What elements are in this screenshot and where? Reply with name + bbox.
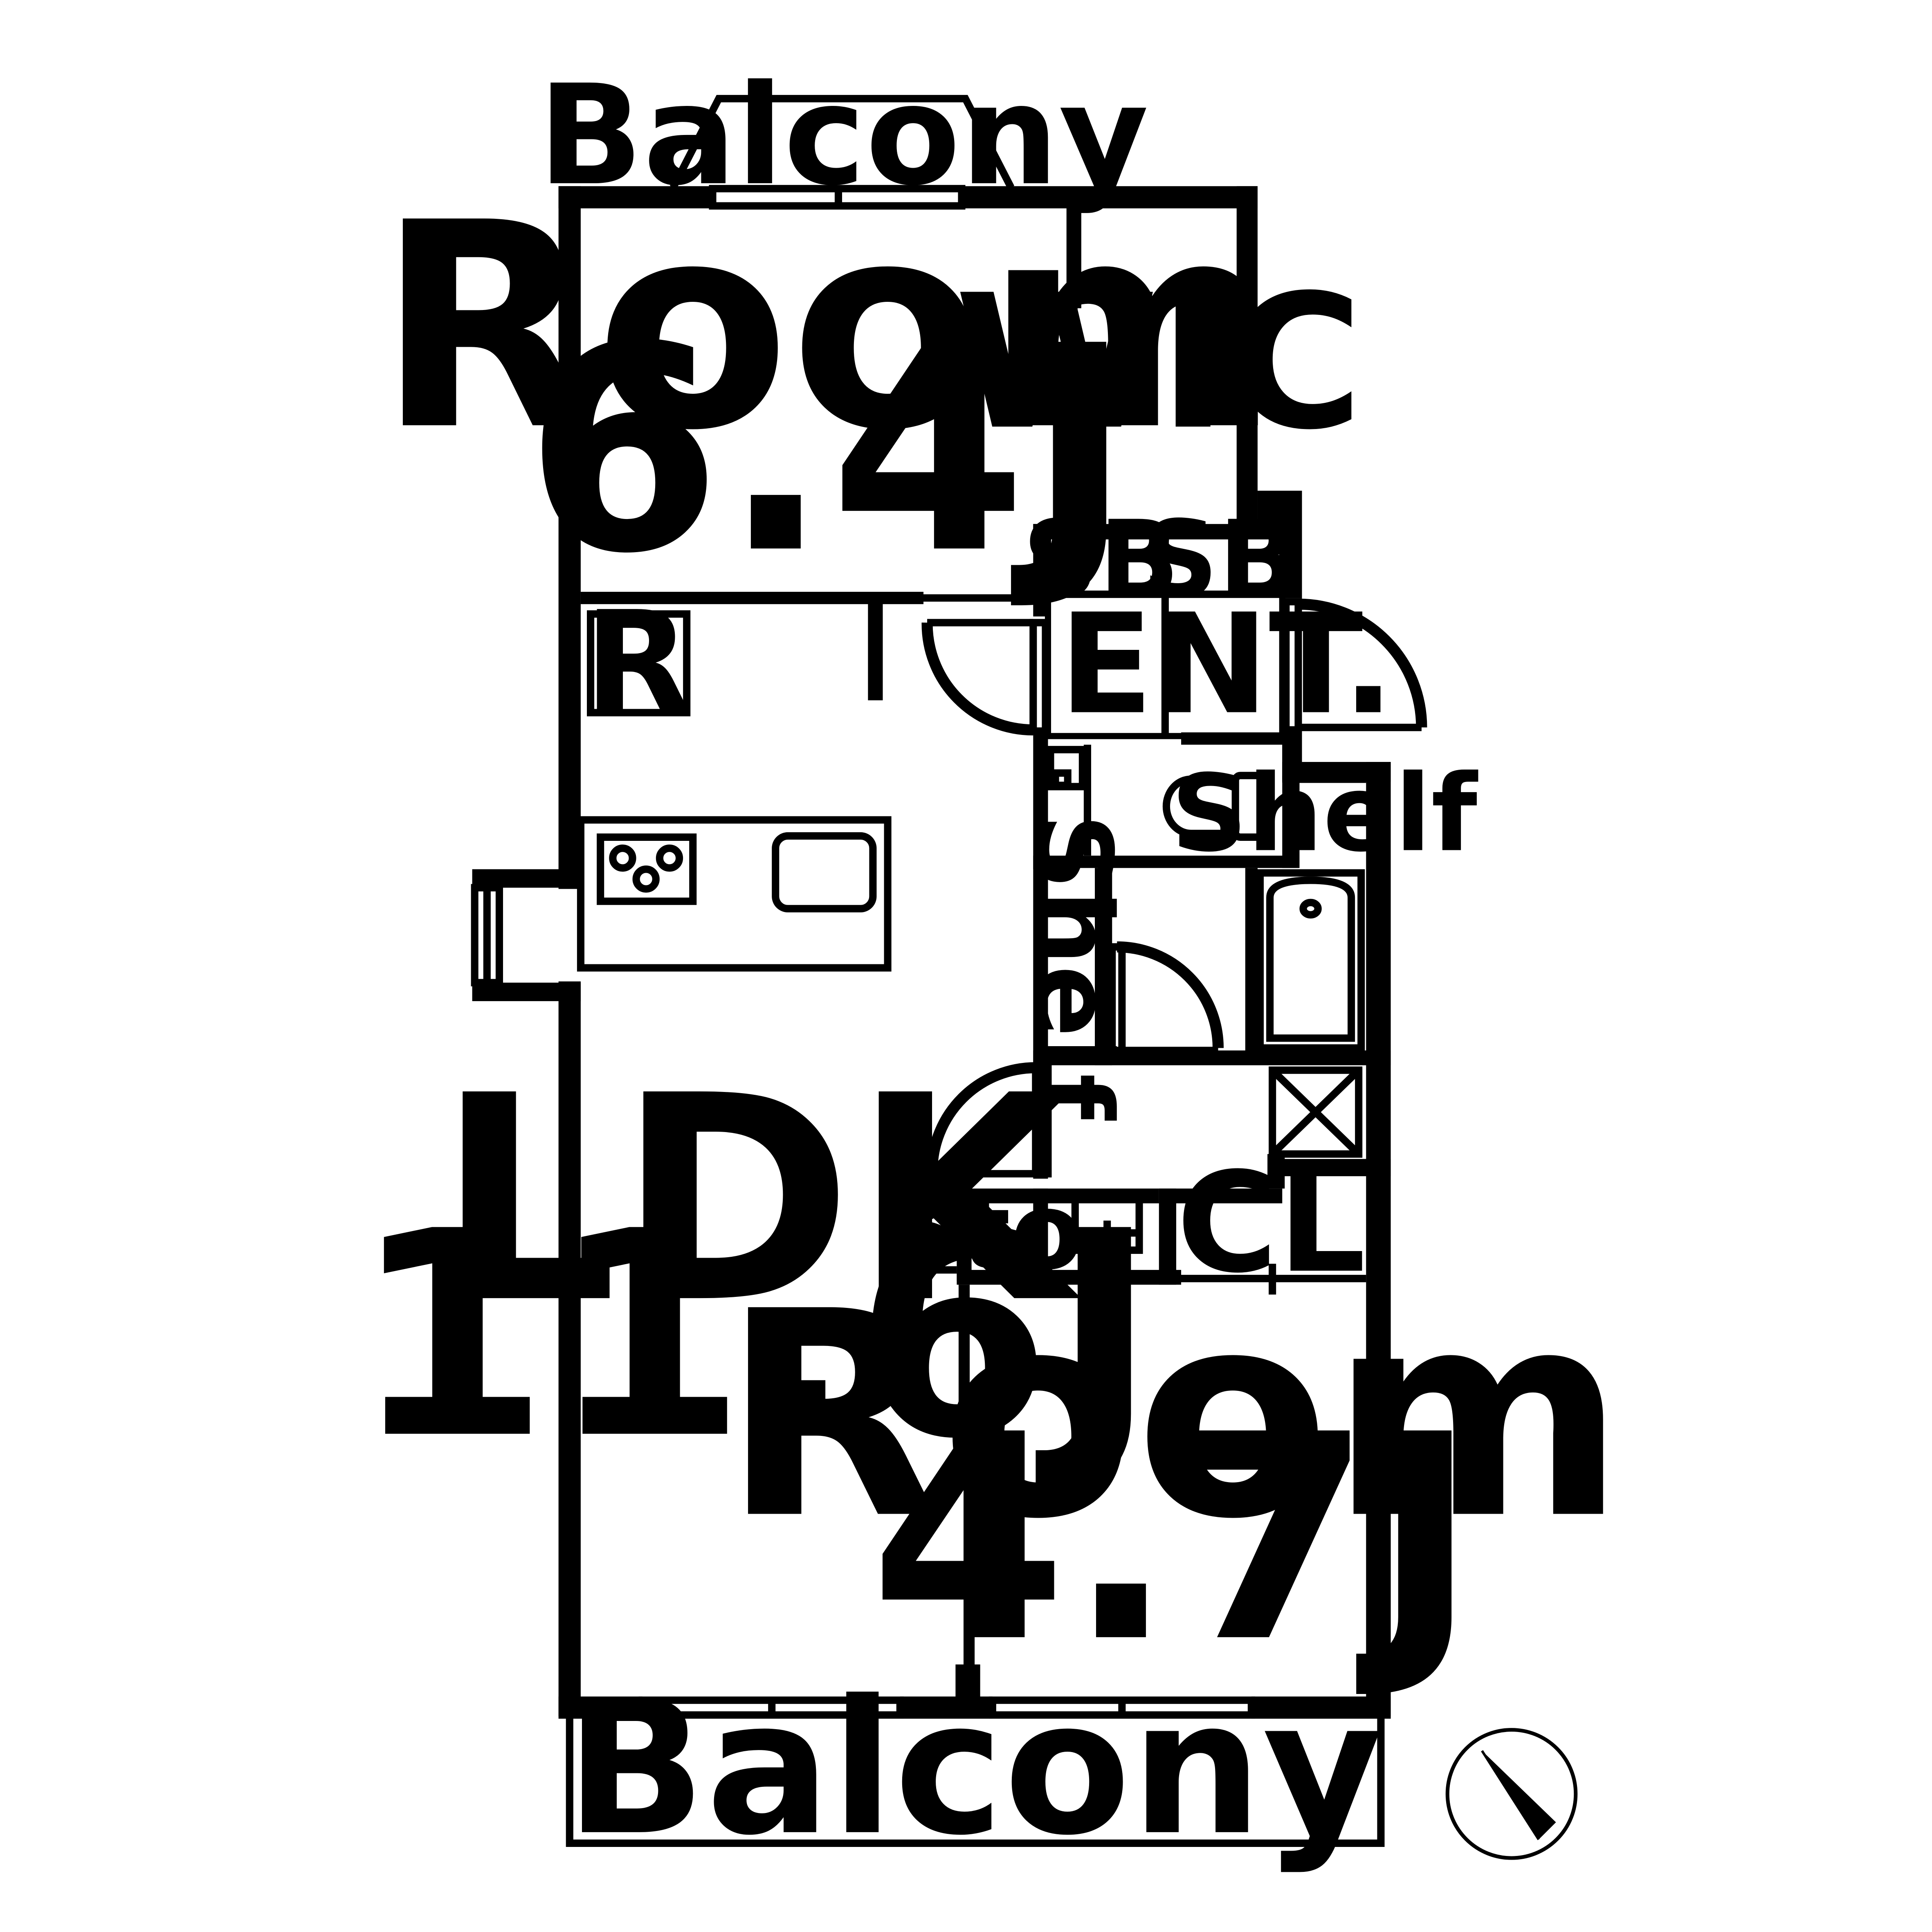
room-labels: Room 6.4J WIC SB SB ENT. R Shelf Shelf L… bbox=[352, 162, 1626, 1704]
closet-label: CL bbox=[1177, 1143, 1366, 1303]
ldk-door bbox=[921, 594, 1049, 736]
exterior-walls bbox=[471, 185, 1391, 1719]
utility-door bbox=[926, 1062, 1052, 1178]
ldk-size: 11.6J bbox=[352, 1170, 1157, 1501]
kitchen-sink-icon bbox=[772, 832, 877, 912]
kitchen-counter bbox=[577, 816, 892, 972]
room-north-size: 6.4J bbox=[525, 285, 1132, 616]
storage-door bbox=[892, 1200, 957, 1274]
storage-label: Sto. bbox=[883, 1170, 1123, 1294]
wic-label: WIC bbox=[955, 255, 1363, 470]
north-arrow-icon bbox=[1445, 1728, 1578, 1860]
window-south bbox=[638, 1696, 1255, 1719]
bath-door bbox=[1108, 941, 1224, 1054]
wash-basin-icon bbox=[1071, 1192, 1143, 1254]
stove-icon bbox=[597, 833, 697, 905]
doors bbox=[892, 594, 1427, 1274]
shoe-box-2-label: SB bbox=[1142, 498, 1299, 622]
room-north-name: Room bbox=[377, 162, 1280, 492]
window-west bbox=[471, 869, 581, 1001]
entrance-label: ENT. bbox=[1059, 584, 1395, 745]
refrigerator bbox=[586, 610, 691, 717]
ldk-name: LDK bbox=[437, 1035, 1083, 1365]
shoe-box-1-label: SB bbox=[1022, 498, 1179, 622]
toilet-icon bbox=[1047, 744, 1366, 856]
bathtub-icon bbox=[1256, 869, 1365, 1052]
shelf-toilet-label: Shelf bbox=[1171, 752, 1479, 876]
refrigerator-label: R bbox=[584, 582, 691, 742]
washer-space-icon bbox=[1269, 1066, 1363, 1158]
fixtures bbox=[577, 610, 1366, 1254]
shelf-hall-label: Shelf bbox=[1011, 813, 1134, 1121]
room-south-size: 4.7J bbox=[870, 1374, 1478, 1704]
entrance-door bbox=[1282, 598, 1427, 734]
room-south-name: Room bbox=[722, 1251, 1625, 1581]
